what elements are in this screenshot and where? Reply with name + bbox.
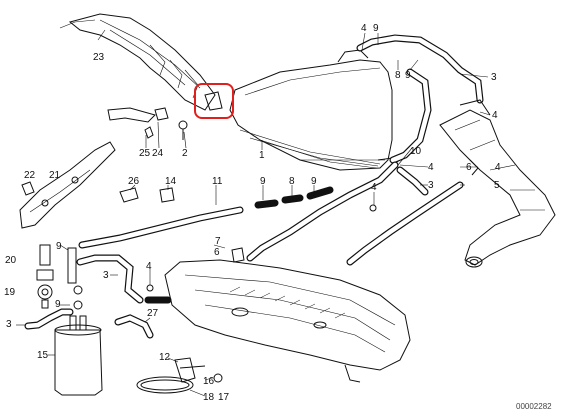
callout-8-mid: 8 [289, 176, 295, 187]
callout-9-left-top: 9 [56, 241, 62, 252]
callout-3-left: 3 [103, 270, 109, 281]
callout-18: 18 [203, 392, 215, 403]
fastener-parts [107, 107, 188, 140]
callout-27: 27 [147, 308, 159, 319]
callout-4-top: 4 [361, 23, 367, 34]
callout-9-top-right: 9 [405, 70, 411, 81]
fuel-tank-part [164, 259, 411, 383]
left-column-parts [24, 244, 103, 396]
callout-9-mid: 9 [260, 176, 266, 187]
callout-4-tank: 4 [146, 261, 152, 272]
callout-15: 15 [37, 350, 49, 361]
reservoir-part [229, 49, 399, 171]
callout-7: 7 [215, 236, 221, 247]
callout-22: 22 [24, 170, 36, 181]
fuel-lines-right [246, 159, 479, 266]
leader-lines [16, 29, 491, 397]
callout-9-top: 9 [373, 23, 379, 34]
callout-4-right: 4 [492, 110, 498, 121]
small-hose-part [114, 314, 154, 339]
filler-neck-hose [439, 99, 556, 268]
callout-23: 23 [93, 52, 105, 63]
bracket-part [19, 141, 116, 229]
callout-14: 14 [165, 176, 177, 187]
callout-8-top: 8 [395, 70, 401, 81]
callout-17: 17 [218, 392, 230, 403]
callout-19: 19 [4, 287, 16, 298]
vent-hose-top [356, 34, 484, 164]
callout-1: 1 [259, 150, 265, 161]
callout-20: 20 [5, 255, 17, 266]
callout-9-mid-right: 9 [311, 176, 317, 187]
callout-9-left-bottom: 9 [55, 299, 61, 310]
callout-4-lower: 4 [371, 182, 377, 193]
callout-11: 11 [212, 176, 223, 187]
callout-4-mid: 4 [428, 162, 434, 173]
heat-shield-part [59, 13, 216, 111]
callout-3-top: 3 [491, 72, 497, 83]
callout-10: 10 [410, 146, 422, 157]
reference-number: 00002282 [516, 402, 552, 411]
callout-2: 2 [182, 148, 188, 159]
hose-left [76, 254, 172, 304]
callout-3-mid: 3 [428, 180, 434, 191]
callout-26: 26 [128, 176, 140, 187]
callout-21: 21 [49, 170, 61, 181]
callout-24: 24 [152, 148, 164, 159]
callout-12: 12 [159, 352, 171, 363]
fuel-line-long [78, 186, 334, 249]
callout-4-far-right: 4 [495, 162, 501, 173]
callout-16: 16 [203, 376, 215, 387]
callout-5: 5 [494, 180, 500, 191]
clamp-parts [136, 357, 223, 394]
callout-3-bottom: 3 [6, 319, 12, 330]
callout-6-lower: 6 [214, 247, 220, 258]
callout-6-top: 6 [466, 162, 472, 173]
highlight-box [194, 83, 234, 119]
callout-25: 25 [139, 148, 151, 159]
